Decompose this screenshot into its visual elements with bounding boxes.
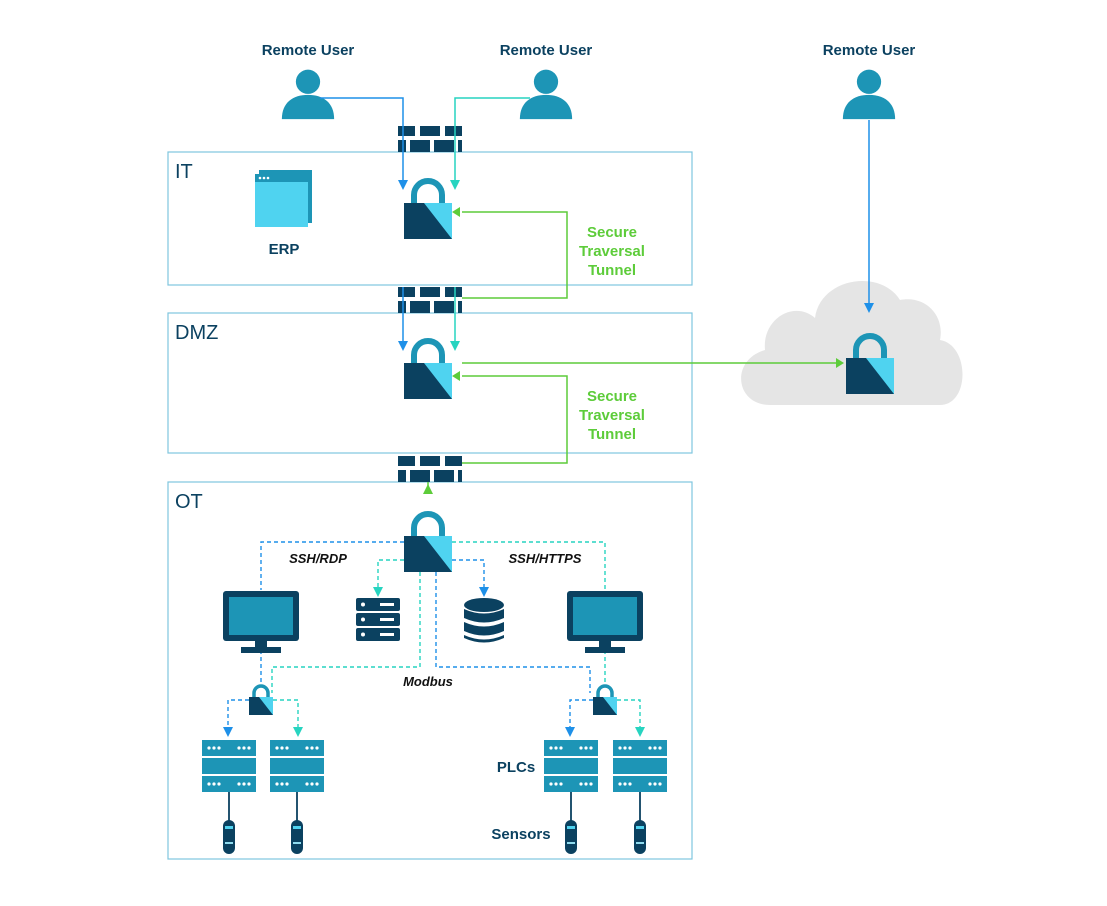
tunnel-label: Tunnel bbox=[588, 426, 636, 443]
plcs-label: PLCs bbox=[497, 759, 535, 776]
cloud-icon bbox=[741, 280, 963, 405]
remote-user-label: Remote User bbox=[823, 42, 916, 59]
tunnel-label: Secure bbox=[587, 388, 637, 405]
sensor-icon bbox=[565, 820, 577, 854]
monitor-icon bbox=[223, 591, 299, 653]
arrowheads bbox=[398, 180, 874, 351]
lock-icon bbox=[404, 514, 452, 572]
sensor-icon bbox=[291, 820, 303, 854]
plc-icon bbox=[270, 740, 324, 792]
sensor-icon bbox=[223, 820, 235, 854]
protocol-label-ssh-rdp: SSH/RDP bbox=[289, 551, 347, 566]
zone-label-dmz: DMZ bbox=[175, 322, 218, 344]
user-icon bbox=[519, 69, 573, 120]
monitor-icon bbox=[567, 591, 643, 653]
remote-user-label: Remote User bbox=[500, 42, 593, 59]
tunnel-label: Tunnel bbox=[588, 262, 636, 279]
plc-icon bbox=[202, 740, 256, 792]
sensors-label: Sensors bbox=[491, 826, 550, 843]
database-icon bbox=[464, 598, 504, 643]
lock-icon bbox=[404, 181, 452, 239]
sensor-icon bbox=[634, 820, 646, 854]
lock-icon bbox=[593, 684, 617, 715]
app-window-icon bbox=[255, 170, 312, 227]
erp-label: ERP bbox=[269, 241, 300, 258]
user-icon bbox=[842, 69, 896, 120]
tunnel-label: Traversal bbox=[579, 407, 645, 424]
remote-user-label: Remote User bbox=[262, 42, 355, 59]
firewall-icon bbox=[398, 456, 462, 482]
server-icon bbox=[356, 598, 400, 641]
tunnel-label: Secure bbox=[587, 224, 637, 241]
ot-zone bbox=[167, 481, 693, 860]
protocol-label-modbus: Modbus bbox=[403, 674, 453, 689]
lock-icon bbox=[249, 684, 273, 715]
user-icon bbox=[281, 69, 335, 120]
zone-label-ot: OT bbox=[175, 491, 203, 513]
plc-icon bbox=[613, 740, 667, 792]
it-zone bbox=[167, 151, 693, 286]
zone-label-it: IT bbox=[175, 161, 193, 183]
dmz-zone bbox=[167, 312, 693, 454]
protocol-label-ssh-https: SSH/HTTPS bbox=[509, 551, 582, 566]
firewall-icon bbox=[398, 287, 462, 313]
firewall-icon bbox=[398, 126, 462, 152]
tunnel-label: Traversal bbox=[579, 243, 645, 260]
plc-icon bbox=[544, 740, 598, 792]
lock-icon bbox=[404, 341, 452, 399]
